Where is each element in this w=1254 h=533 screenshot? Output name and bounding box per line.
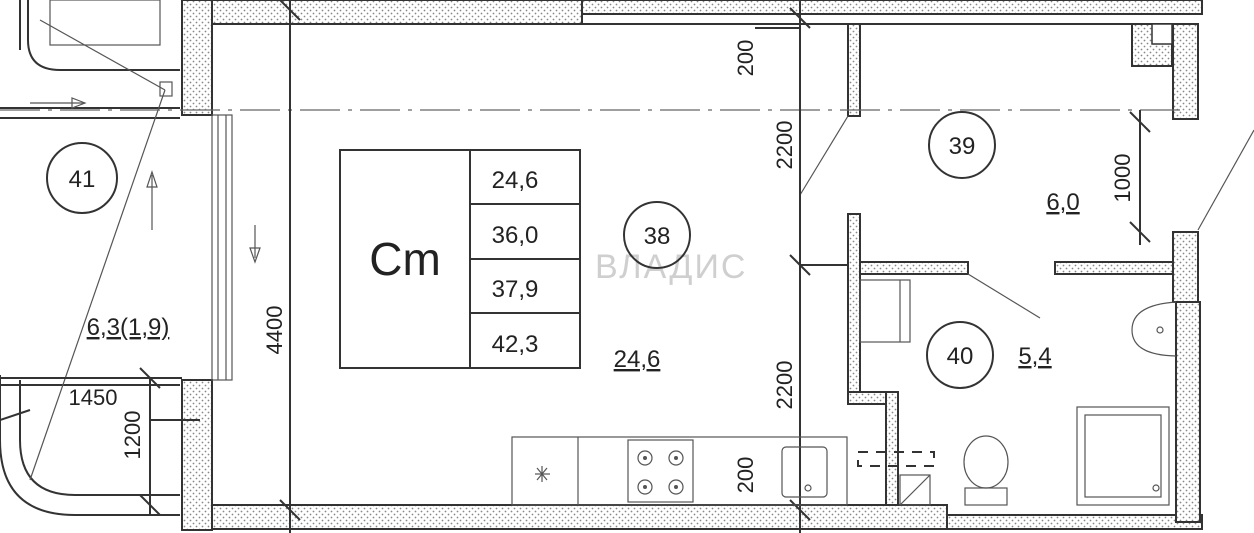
room-number: 41	[69, 166, 96, 193]
asterisk-icon	[535, 466, 550, 482]
shower-tray-icon	[1076, 406, 1170, 506]
stamp-value: 42,3	[492, 331, 539, 358]
stamp-value: 24,6	[492, 167, 539, 194]
room-area: 5,4	[1018, 343, 1051, 370]
dimension-label: 2200	[772, 121, 797, 170]
stamp-table: Cm 24,6 36,0 37,9 42,3	[339, 149, 581, 369]
stamp-code: Cm	[369, 233, 441, 285]
toilet-icon	[963, 435, 1009, 506]
stamp-value: 36,0	[492, 222, 539, 249]
dimension-label: 2200	[772, 361, 797, 410]
stamp-value: 37,9	[492, 276, 539, 303]
dimension-label: 1450	[69, 385, 118, 410]
walls	[181, 0, 1254, 531]
stove-burner-icons	[637, 450, 684, 495]
dimension-lines	[0, 0, 1151, 533]
room-number: 39	[949, 133, 976, 160]
room-area: 6,3(1,9)	[87, 314, 170, 341]
balcony-area	[0, 0, 180, 516]
dimension-label: 200	[733, 457, 758, 494]
room-label-40: 40 5,4	[926, 321, 1052, 389]
room-label-39: 39 6,0	[928, 111, 1080, 216]
watermark-text: ВЛАДИС	[595, 248, 747, 286]
dimension-label: 4400	[262, 306, 287, 355]
dimension-label: 1000	[1110, 154, 1135, 203]
room-number: 40	[947, 343, 974, 370]
dimension-label: 1200	[120, 411, 145, 460]
dimension-label: 200	[733, 40, 758, 77]
kitchen-unit	[511, 436, 848, 506]
dimension-labels: 200 2200 2200 200 4400 1000 1450 1200	[69, 40, 1135, 494]
room-label-41: 41 6,3(1,9)	[46, 142, 170, 341]
sink-icon	[1131, 301, 1177, 357]
room-area: 24,6	[614, 346, 661, 373]
room-label-38: 38 24,6	[614, 201, 691, 373]
arrow-icon	[249, 225, 261, 264]
room-area: 6,0	[1046, 189, 1079, 216]
bathroom-fixtures	[857, 279, 1177, 506]
room-number: 38	[644, 223, 671, 250]
